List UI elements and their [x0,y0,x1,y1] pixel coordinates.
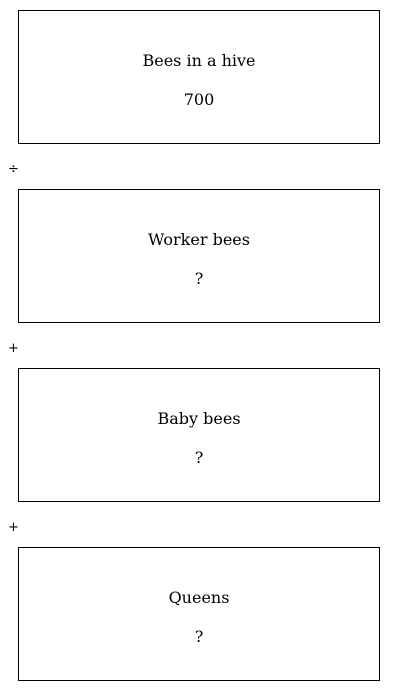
box-label: Bees in a hive [142,51,256,70]
box-value: ? [194,627,204,646]
box-value: ? [194,448,204,467]
plus-operator: + [8,341,19,356]
queens-box: Queens ? [18,547,380,681]
box-value: 700 [183,90,215,109]
box-label: Baby bees [157,409,241,428]
box-value: ? [194,269,204,288]
box-label: Queens [168,588,230,607]
worker-bees-box: Worker bees ? [18,189,380,323]
baby-bees-box: Baby bees ? [18,368,380,502]
box-label: Worker bees [148,230,250,249]
divide-operator: ÷ [8,162,19,177]
plus-operator: + [8,520,19,535]
total-bees-box: Bees in a hive 700 [18,10,380,144]
